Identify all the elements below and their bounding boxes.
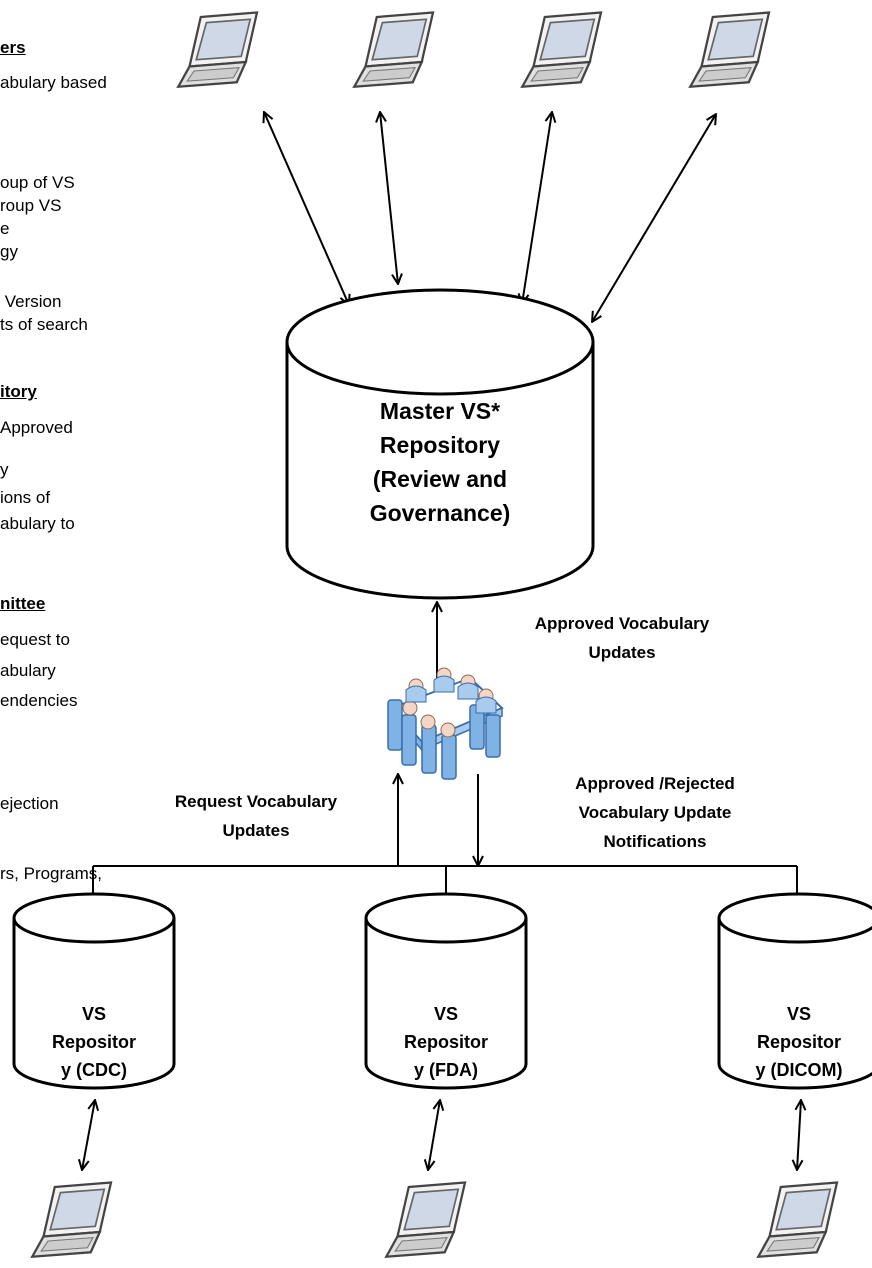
- body-line: rs, Programs,: [0, 864, 103, 883]
- repo-line: y (CDC): [61, 1060, 127, 1080]
- connector-arrow: [797, 1100, 801, 1170]
- connector-arrow: [428, 1100, 440, 1170]
- body-line: endencies: [0, 691, 78, 710]
- notifications-label: Approved /Rejected Vocabulary Update Not…: [520, 772, 790, 853]
- label-line: Approved Vocabulary: [534, 614, 710, 633]
- master-line: Master VS*: [379, 398, 501, 424]
- approved-updates-label: Approved Vocabulary Updates: [492, 612, 752, 664]
- laptop-icon: [31, 1181, 113, 1258]
- repo-line: Repositor: [403, 1032, 488, 1052]
- body-line: ions of: [0, 488, 51, 507]
- body-line: abulary: [0, 661, 56, 680]
- repo-line: y (DICOM): [755, 1060, 843, 1080]
- laptop-icon: [385, 1181, 467, 1258]
- connector-arrow: [380, 112, 398, 284]
- repo-line: y (FDA): [414, 1060, 478, 1080]
- body-line: ejection: [0, 794, 59, 813]
- laptop-icon: [521, 11, 603, 88]
- label-line: Updates: [222, 821, 290, 840]
- master-line: Repository: [379, 432, 501, 458]
- label-line: Approved /Rejected: [575, 774, 735, 793]
- body-line: Approved: [0, 418, 73, 437]
- body-line: roup VS: [0, 196, 62, 215]
- body-line: abulary to: [0, 514, 75, 533]
- body-line: abulary based: [0, 73, 107, 92]
- repo-line: VS: [81, 1004, 106, 1024]
- label-line: Notifications: [603, 832, 707, 851]
- repository-cylinder-dicom: [717, 892, 872, 1090]
- section-heading: itory: [0, 382, 37, 401]
- body-line: y: [0, 460, 9, 479]
- body-line: e: [0, 219, 10, 238]
- request-updates-label: Request Vocabulary Updates: [136, 790, 376, 842]
- master-repository-cylinder: [285, 288, 595, 600]
- body-line: equest to: [0, 630, 70, 649]
- laptop-icon: [353, 11, 435, 88]
- master-repository-label: Master VS* Repository (Review and Govern…: [310, 394, 570, 530]
- repository-label-dicom: VS Repositor y (DICOM): [737, 1000, 861, 1084]
- body-line: Version: [0, 292, 62, 311]
- body-line: oup of VS: [0, 173, 75, 192]
- repository-cylinder-cdc: [12, 892, 176, 1090]
- body-line: gy: [0, 242, 18, 261]
- connector-arrow: [82, 1100, 95, 1170]
- repo-line: VS: [786, 1004, 811, 1024]
- master-line: (Review and: [372, 466, 508, 492]
- connector-arrow: [522, 112, 552, 304]
- connector-arrow: [592, 114, 716, 322]
- master-line: Governance): [369, 500, 511, 526]
- repository-label-fda: VS Repositor y (FDA): [386, 1000, 506, 1084]
- label-line: Vocabulary Update: [578, 803, 732, 822]
- laptop-icon: [689, 11, 771, 88]
- repository-cylinder-fda: [364, 892, 528, 1090]
- section-heading: nittee: [0, 594, 46, 613]
- body-line: ts of search: [0, 315, 88, 334]
- label-line: Request Vocabulary: [174, 792, 338, 811]
- repo-line: VS: [433, 1004, 458, 1024]
- repo-line: Repositor: [756, 1032, 841, 1052]
- label-line: Updates: [588, 643, 656, 662]
- laptop-icon: [177, 11, 259, 88]
- repository-label-cdc: VS Repositor y (CDC): [34, 1000, 154, 1084]
- committee-icon: [387, 667, 504, 780]
- laptop-icon: [757, 1181, 839, 1258]
- repo-line: Repositor: [51, 1032, 136, 1052]
- connector-arrow: [264, 112, 349, 305]
- section-heading: ers: [0, 38, 26, 57]
